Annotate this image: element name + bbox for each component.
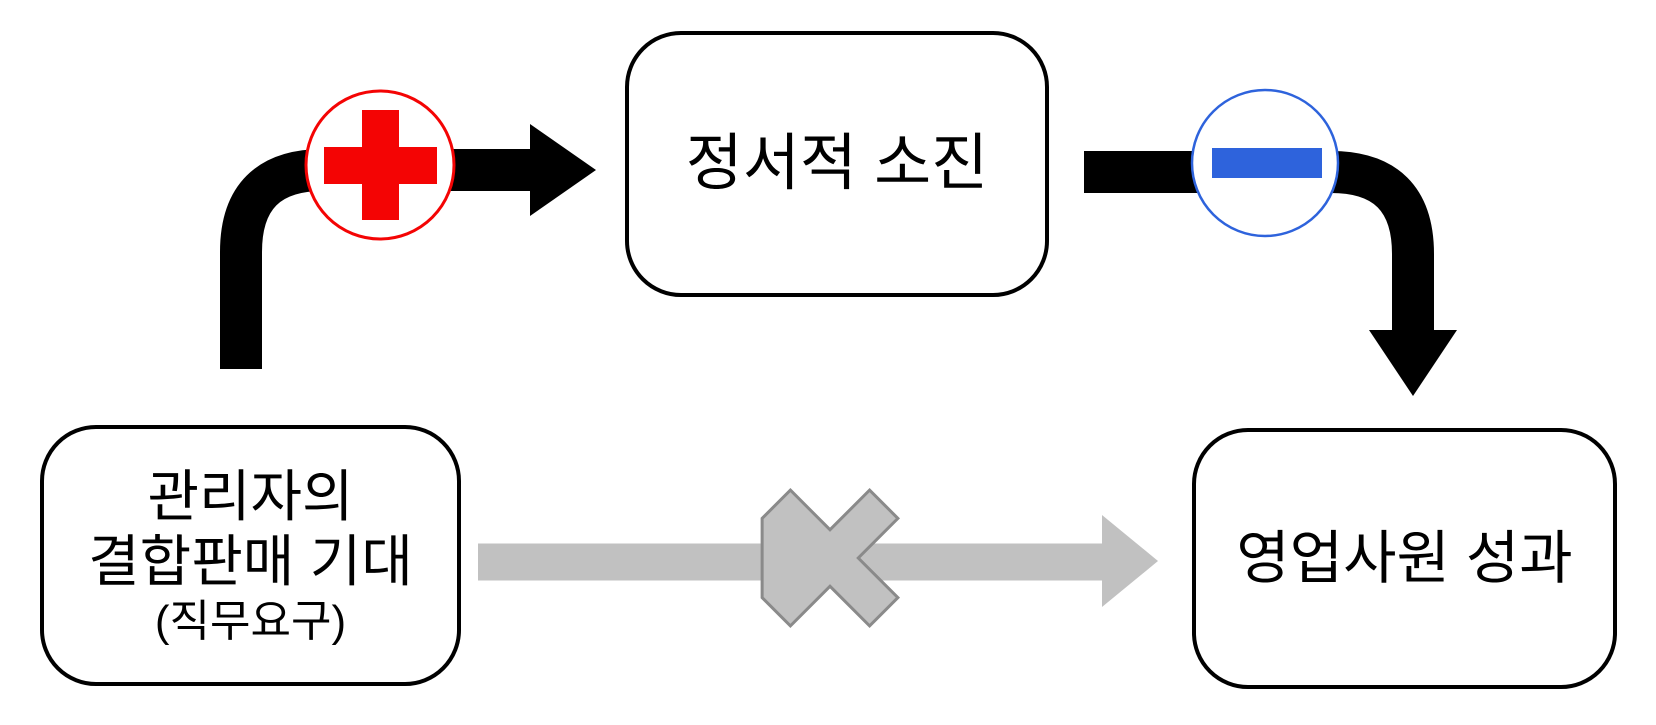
outcome-node: 영업사원 성과	[1192, 428, 1617, 689]
antecedent-label-line1: 관리자의	[147, 464, 354, 528]
mediator-node: 정서적 소진	[625, 31, 1049, 297]
positive-path-arrow	[220, 89, 596, 369]
positive-path-arrowhead	[530, 124, 596, 216]
minus-icon	[1212, 148, 1322, 178]
mediator-label: 정서적 소진	[685, 128, 989, 198]
plus-icon	[324, 110, 437, 220]
negative-path-arrowhead	[1369, 330, 1457, 396]
minus-badge	[1190, 88, 1340, 238]
plus-badge	[304, 89, 456, 241]
direct-path-arrowhead	[1102, 515, 1158, 607]
direct-path-arrow	[478, 487, 1158, 629]
antecedent-sub-label: (직무요구)	[154, 596, 347, 646]
antecedent-node: 관리자의 결합판매 기대 (직무요구)	[40, 425, 461, 686]
x-mark-icon	[760, 487, 901, 629]
negative-path-shaft	[1084, 151, 1434, 332]
outcome-label: 영업사원 성과	[1236, 525, 1573, 591]
negative-path-arrow	[1084, 88, 1457, 396]
antecedent-label-line2: 결합판매 기대	[88, 530, 413, 594]
